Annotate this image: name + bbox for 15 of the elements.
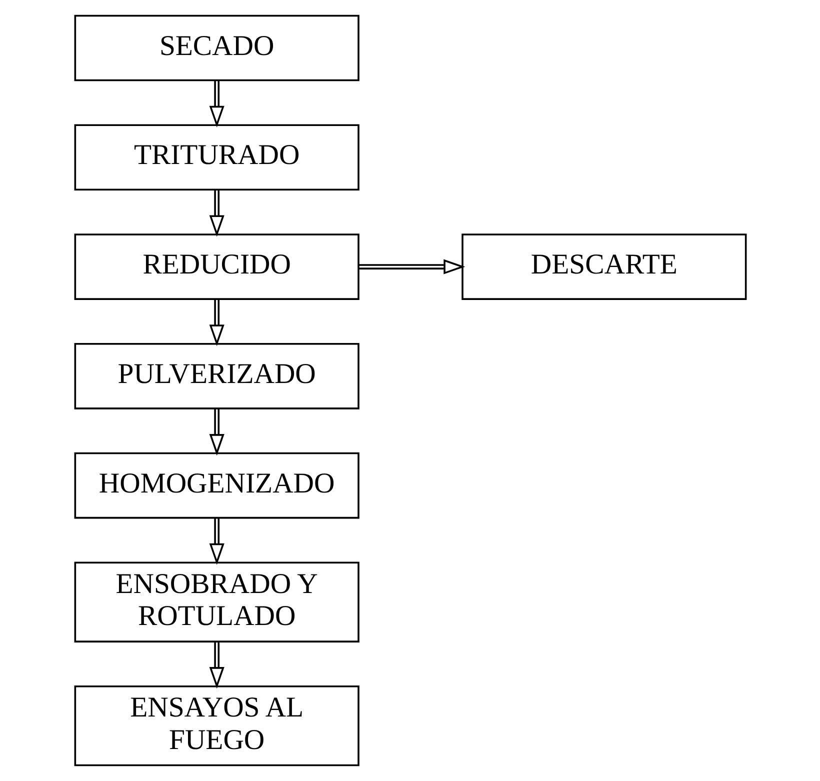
node-box: PULVERIZADO — [74, 342, 359, 410]
node-box: REDUCIDO — [74, 234, 359, 300]
arrow — [208, 642, 224, 689]
node-box: ENSAYOS AL FUEGO — [74, 685, 359, 766]
arrow — [358, 259, 465, 274]
node-box: DESCARTE — [461, 234, 746, 300]
arrow — [208, 408, 224, 456]
node-box: HOMOGENIZADO — [74, 452, 359, 519]
arrow — [208, 518, 224, 565]
node-box: TRITURADO — [74, 124, 359, 191]
arrow — [208, 299, 224, 346]
node-box: SECADO — [74, 14, 359, 82]
arrow — [208, 80, 224, 128]
arrow — [208, 190, 224, 237]
node-box: ENSOBRADO Y ROTULADO — [74, 562, 359, 642]
